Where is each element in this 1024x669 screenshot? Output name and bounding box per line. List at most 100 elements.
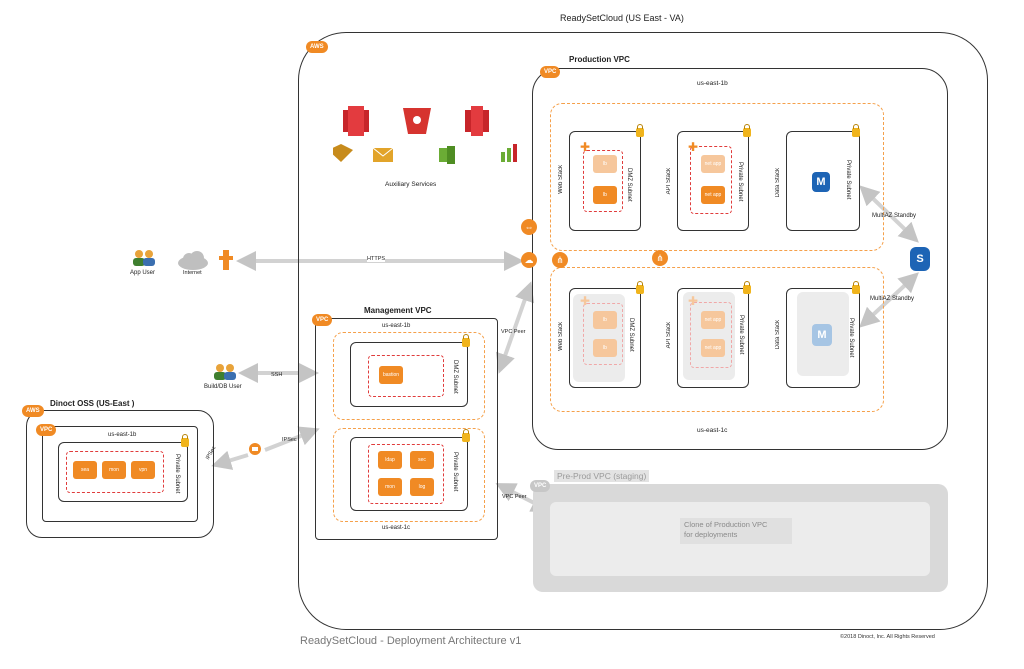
lock-icon [636, 281, 644, 294]
stack-label: Data Stack [775, 168, 781, 198]
app-chip: net app [701, 339, 725, 357]
cloud-icon [178, 251, 208, 270]
aws-badge: AWS [306, 41, 328, 53]
vpc-badge: VPC [530, 480, 551, 492]
lb-chip: lb [593, 339, 617, 357]
vpn-gateway-icon [249, 443, 261, 455]
multiaz-label-top: MultiAZ Standby [872, 213, 917, 219]
ipsec-arrow-right [264, 426, 320, 452]
log-chip: log [410, 478, 434, 496]
cloudfront-icon [343, 106, 369, 136]
mgmt-az-bottom-box [333, 428, 485, 522]
vpc-badge: VPC [312, 314, 333, 326]
appstream-icon [439, 146, 455, 164]
lock-icon [852, 124, 860, 137]
vpc-peer-label-upper: VPC Peer [501, 329, 526, 335]
dinoct-vpc [42, 426, 198, 522]
management-vpc [315, 318, 498, 540]
dinoct-title: Dinoct OSS (US-East ) [50, 399, 135, 408]
rds-database-icon: M [812, 172, 830, 192]
preprod-clone-note: Clone of Production VPC for deployments [680, 518, 792, 544]
app-chip: net app [701, 311, 725, 329]
bastion-chip: bastion [379, 366, 403, 384]
lock-icon [181, 434, 189, 447]
internet-label: Internet [183, 270, 202, 276]
aws-service-icons [333, 106, 517, 164]
subnet-label: DMZ Subnet [628, 318, 634, 352]
ssh-label: SSH [271, 372, 283, 378]
dinoct-oss-box [26, 410, 214, 538]
load-balancer-icon-2: ⋔ [652, 250, 668, 266]
preprod-title: Pre-Prod VPC (staging) [554, 470, 650, 482]
lock-icon [743, 124, 751, 137]
subnet-label: Private Subnet [452, 452, 458, 492]
auxiliary-services-label: Auxiliary Services [385, 181, 437, 188]
s3-storage-icon: S [910, 247, 930, 271]
stack-label: Data Stack [775, 320, 781, 350]
subnet-label: Private Subnet [848, 318, 854, 358]
vpn-chip: vpn [131, 461, 155, 479]
vpc-peer-arrow-upper [495, 281, 535, 374]
subnet-label: Private Subnet [738, 315, 744, 355]
aws-badge: AWS [22, 405, 44, 417]
copyright: ©2018 Dinoct, Inc. All Rights Reserved [840, 634, 935, 640]
lb-chip: lb [593, 155, 617, 173]
multiaz-arrow-bottom [859, 272, 919, 328]
load-balancer-icon: ⋔ [552, 252, 568, 268]
autoscale-icon: ✚ [580, 294, 591, 308]
cloud-gateway-icon: ☁ [521, 252, 537, 268]
users-icon [214, 364, 236, 380]
prod-az-top-label: us-east-1b [697, 80, 728, 87]
build-user-label: Build/DB User [204, 384, 242, 390]
prod-az-top-box [550, 103, 884, 251]
vpc-peer-label-lower: VPC Peer [502, 494, 527, 500]
lb-chip: lb [593, 311, 617, 329]
subnet-label: Private Subnet [174, 454, 180, 494]
sea-chip: sea [73, 461, 97, 479]
ldap-chip: ldap [378, 451, 402, 469]
sec-chip: sec [410, 451, 434, 469]
https-label: HTTPS [367, 256, 386, 262]
app-chip: net app [701, 155, 725, 173]
lock-icon [462, 429, 470, 442]
prod-az-bottom-label: us-east-1c [697, 427, 728, 434]
multiaz-arrow-top [859, 185, 919, 243]
subnet-label: Private Subnet [737, 162, 743, 202]
sns-icon [333, 144, 353, 162]
autoscale-icon: ✚ [580, 140, 591, 154]
rds-database-icon: M [812, 324, 832, 346]
users-icon [133, 250, 155, 266]
mon-chip: mon [378, 478, 402, 496]
s3-bucket-icon [403, 108, 431, 134]
app-chip: net app [701, 186, 725, 204]
lock-icon [462, 334, 470, 347]
mgmt-az-bottom-label: us-east-1c [382, 525, 411, 531]
internet-gateway-icon: ⇔ [521, 219, 537, 235]
prod-az-bottom-box [550, 267, 884, 412]
vpc-badge: VPC [36, 424, 57, 436]
subnet-label: DMZ Subnet [452, 360, 458, 394]
aws-service-icon-red [465, 106, 489, 136]
ipsec-arrow-left [211, 450, 249, 470]
app-user-label: App User [130, 270, 156, 276]
management-vpc-title: Management VPC [364, 306, 432, 315]
production-vpc-title: Production VPC [569, 55, 630, 64]
mon-chip: mon [102, 461, 126, 479]
aws-region-box [298, 32, 988, 630]
subnet-label: DMZ Subnet [626, 168, 632, 202]
lb-chip: lb [593, 186, 617, 204]
ses-email-icon [372, 147, 394, 162]
lock-icon [636, 124, 644, 137]
vpc-badge: VPC [540, 66, 561, 78]
autoscale-icon: ✚ [688, 294, 699, 308]
stack-label: API Stack [666, 168, 672, 195]
firewall-icon [219, 250, 233, 270]
lock-icon [852, 281, 860, 294]
footer-title: ReadySetCloud - Deployment Architecture … [300, 635, 522, 647]
stack-label: API Stack [666, 322, 672, 349]
stack-label: Web Stack [558, 165, 564, 194]
mgmt-az-top-box [333, 332, 485, 420]
lock-icon [743, 281, 751, 294]
ipsec-label-right: IPSec [282, 437, 297, 443]
dinoct-az-label: us-east-1b [108, 432, 137, 438]
